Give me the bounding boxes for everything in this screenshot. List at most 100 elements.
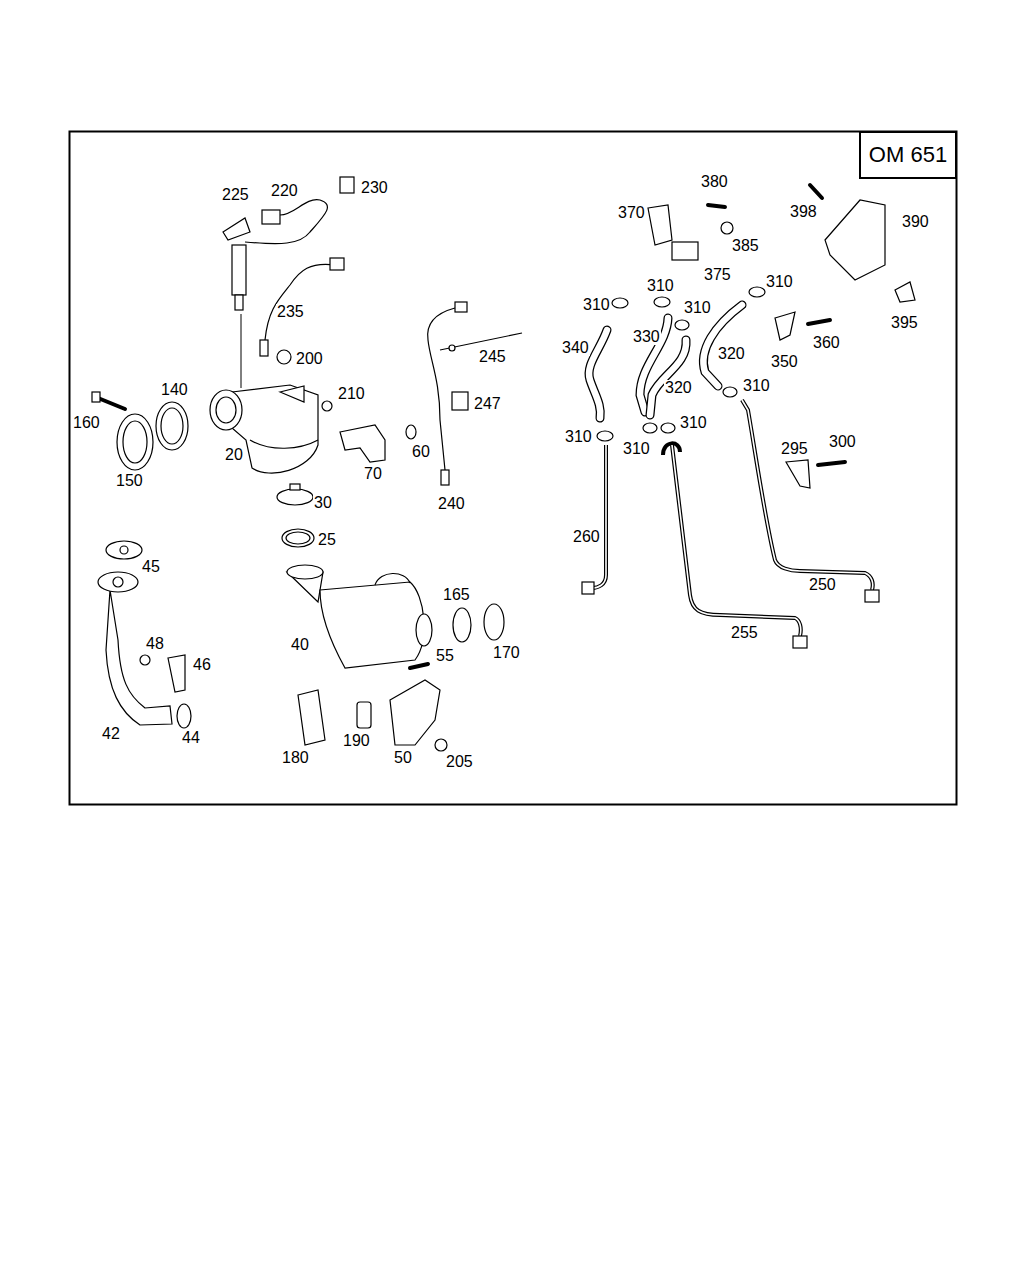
engine-code: OM 651 <box>869 142 947 168</box>
callout-number: 240 <box>437 496 466 512</box>
pressure-sensor <box>648 205 672 245</box>
pipe-end <box>582 582 594 594</box>
flange-hole <box>113 577 123 587</box>
dpf-inlet <box>287 565 323 579</box>
bracket <box>340 425 385 462</box>
callout-number: 160 <box>72 415 101 431</box>
clamp-inner <box>123 421 147 463</box>
bracket <box>168 655 185 692</box>
callout-number: 45 <box>141 559 161 575</box>
sensor-wire <box>265 264 335 340</box>
callout-number: 370 <box>617 205 646 221</box>
callout-number: 320 <box>717 346 746 362</box>
flange <box>280 386 304 402</box>
washer <box>406 425 416 439</box>
bolt <box>140 655 150 665</box>
callout-number: 260 <box>572 529 601 545</box>
callout-number: 140 <box>160 382 189 398</box>
clip <box>895 282 915 302</box>
hose <box>589 330 607 418</box>
bolt <box>410 664 428 668</box>
callout-number: 340 <box>561 340 590 356</box>
bolt <box>818 462 845 465</box>
clamp <box>277 489 313 505</box>
bracket <box>390 680 440 745</box>
callout-number: 180 <box>281 750 310 766</box>
clip <box>775 312 795 340</box>
wire <box>245 200 327 244</box>
callout-number: 255 <box>730 625 759 641</box>
hose-clamp <box>612 298 628 308</box>
callout-number: 30 <box>313 495 333 511</box>
pressure-pipe <box>672 445 801 636</box>
hose-clamp <box>654 297 670 307</box>
connector <box>455 302 467 312</box>
callout-number: 310 <box>582 297 611 313</box>
callout-number: 190 <box>342 733 371 749</box>
converter-seam <box>250 440 318 448</box>
callout-number: 150 <box>115 473 144 489</box>
converter-inlet-inner <box>216 397 236 423</box>
lambda-sensor-tip <box>235 295 243 310</box>
pipe-end <box>793 636 807 648</box>
callout-number: 375 <box>703 267 732 283</box>
seal-ring-inner <box>286 532 310 544</box>
callout-number: 200 <box>295 351 324 367</box>
clamp-ear <box>290 484 300 490</box>
bracket <box>298 690 325 745</box>
callout-number: 230 <box>360 180 389 196</box>
callout-number: 395 <box>890 315 919 331</box>
hose <box>650 340 686 415</box>
nut <box>277 350 291 364</box>
clip <box>340 177 354 193</box>
callout-number: 50 <box>393 750 413 766</box>
holder <box>357 702 371 728</box>
dpf-pipe <box>375 573 410 585</box>
callout-number: 170 <box>492 645 521 661</box>
temperature-sensor <box>441 470 449 485</box>
bolt <box>98 398 125 409</box>
bolt <box>810 185 822 198</box>
pressure-pipe <box>592 445 606 588</box>
catalytic-converter <box>232 385 318 473</box>
callout-number: 310 <box>683 300 712 316</box>
bolt-head <box>92 392 100 402</box>
leader-line <box>241 314 242 388</box>
temperature-sensor <box>260 340 268 356</box>
callout-number: 46 <box>192 657 212 673</box>
converter-inlet <box>210 390 242 430</box>
hose-clamp <box>675 320 689 330</box>
callout-number: 310 <box>622 441 651 457</box>
lambda-sensor <box>232 245 246 295</box>
clamp <box>484 604 504 640</box>
callout-number: 380 <box>700 174 729 190</box>
gasket <box>106 541 142 559</box>
clip <box>452 392 468 410</box>
callout-number: 390 <box>901 214 930 230</box>
callout-number: 310 <box>564 429 593 445</box>
pressure-pipe-fill <box>592 445 606 588</box>
seal-ring-inner <box>161 408 183 444</box>
pressure-pipe <box>742 400 873 590</box>
cable-tie <box>440 333 522 350</box>
callout-number: 295 <box>780 441 809 457</box>
hose-clamp <box>597 431 613 441</box>
pipe-end <box>865 590 879 602</box>
bracket <box>786 460 810 488</box>
callout-number: 40 <box>290 637 310 653</box>
bolt <box>708 205 725 207</box>
clamp <box>177 704 191 728</box>
engine-code-box: OM 651 <box>859 131 957 179</box>
particulate-filter <box>320 582 424 668</box>
callout-number: 350 <box>770 354 799 370</box>
hose-clamp <box>643 423 657 433</box>
sensor-wire <box>428 308 455 470</box>
callout-number: 310 <box>765 274 794 290</box>
callout-number: 70 <box>363 466 383 482</box>
seal-ring <box>282 529 314 547</box>
frame <box>70 132 957 805</box>
connector <box>223 218 250 240</box>
callout-number: 165 <box>442 587 471 603</box>
hose-clamp <box>661 423 675 433</box>
